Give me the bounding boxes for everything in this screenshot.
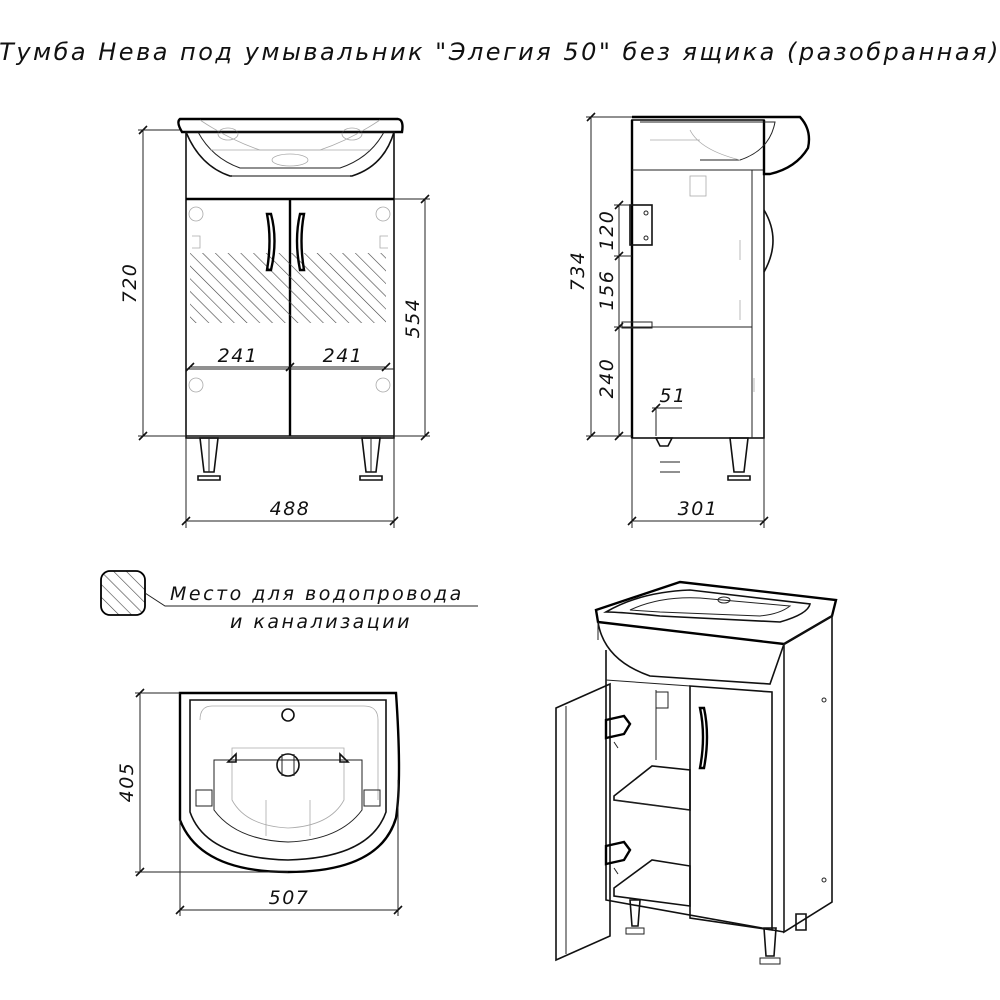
side-height-total-label: 734: [567, 251, 589, 292]
top-drain-hole: [276, 753, 300, 777]
side-left-leg: [654, 437, 674, 447]
drawing-title: Тумба Нева под умывальник "Элегия 50" бе…: [0, 38, 1000, 66]
top-basin-outline: [178, 691, 401, 874]
front-left-door-width-label: 241: [218, 345, 259, 367]
front-cabinet-body: [185, 131, 395, 439]
iso-leg-back: [629, 899, 641, 927]
iso-cabinet-right-side: [783, 614, 833, 934]
top-depth-label: 405: [116, 762, 138, 803]
front-basin: [177, 117, 404, 134]
legend-line-1: Место для водопровода: [170, 583, 464, 605]
front-height-body-label: 554: [402, 298, 424, 339]
front-plumbing-zone: [190, 253, 386, 323]
iso-hinge-bottom: [604, 840, 632, 866]
side-basin-profile: [632, 115, 811, 176]
side-hinge-top: [629, 204, 653, 246]
front-height-total-label: 720: [119, 263, 141, 304]
front-width-label: 488: [270, 498, 311, 520]
front-right-door-width-label: 241: [323, 345, 364, 367]
side-view: 734 120 156 240 51 301: [567, 112, 811, 528]
iso-shelf: [613, 765, 691, 811]
iso-right-door: [689, 685, 773, 931]
side-depth-label: 301: [678, 498, 719, 520]
iso-hinge-top: [604, 714, 632, 740]
side-zone-top-label: 120: [596, 210, 618, 251]
side-zone-bottom-label: 240: [596, 358, 618, 399]
side-siphon: [763, 209, 774, 273]
legend: Место для водопровода и канализации: [100, 570, 478, 633]
iso-leg-side: [795, 913, 807, 931]
top-width-label: 507: [269, 887, 310, 909]
top-faucet-hole: [281, 708, 295, 722]
iso-basin-bowl: [597, 621, 785, 685]
side-offset-label: 51: [659, 385, 686, 407]
front-left-handle: [265, 212, 276, 272]
iso-door-handle: [698, 706, 709, 770]
side-cabinet-body: [631, 119, 765, 439]
top-view: 405 507: [116, 688, 403, 916]
side-zone-middle-label: 156: [596, 270, 618, 311]
iso-leg-front: [763, 927, 777, 957]
front-view: 720 554 241 241 488: [119, 117, 430, 528]
legend-line-2: и канализации: [230, 611, 412, 633]
side-right-leg: [727, 437, 751, 481]
isometric-view: [555, 580, 838, 965]
front-left-leg: [197, 437, 221, 481]
front-right-leg: [359, 437, 383, 481]
iso-left-door-open: [555, 682, 611, 962]
front-right-handle: [295, 212, 306, 272]
legend-hatch-swatch: [100, 570, 146, 616]
